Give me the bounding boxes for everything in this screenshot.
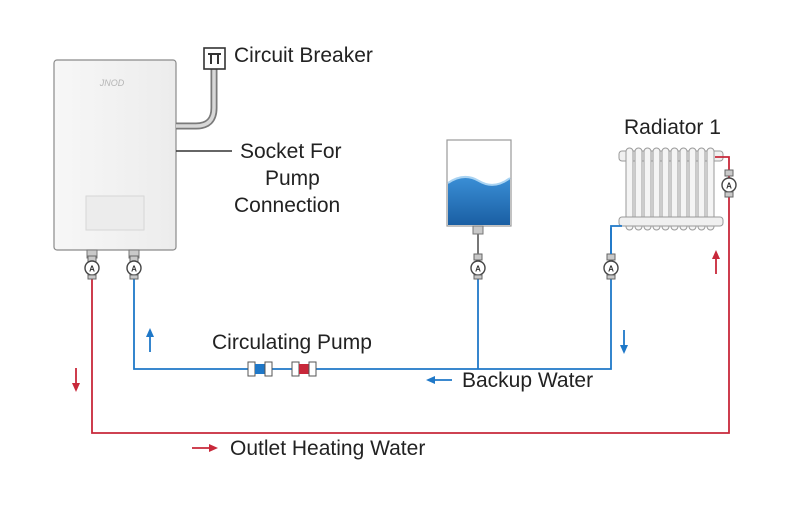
outlet-heating-water-label: Outlet Heating Water xyxy=(230,437,426,460)
circulating-pump xyxy=(247,361,317,377)
tank-connector xyxy=(472,225,484,235)
hot-water-pipe xyxy=(91,156,730,434)
circuit-breaker-label: Circuit Breaker xyxy=(234,44,373,67)
socket-label-line1: Socket For xyxy=(240,140,342,163)
flow-arrow-icon xyxy=(620,330,628,354)
flow-arrow-icon xyxy=(426,376,452,384)
radiator-1 xyxy=(618,147,724,231)
valve-gauge-icon: A xyxy=(126,255,142,280)
svg-text:A: A xyxy=(131,265,137,274)
boiler-unit: JNOD xyxy=(53,59,177,251)
flow-arrow-icon xyxy=(712,250,720,274)
valve-gauge-icon: A xyxy=(470,253,486,280)
flow-arrow-icon xyxy=(192,444,218,452)
backup-water-label: Backup Water xyxy=(462,369,594,392)
svg-text:A: A xyxy=(726,182,732,191)
svg-text:A: A xyxy=(475,265,481,274)
socket-label-line2: Pump xyxy=(265,167,320,190)
socket-label-line3: Connection xyxy=(234,194,341,217)
valve-gauge-icon: A xyxy=(603,253,619,280)
flow-arrow-icon xyxy=(72,368,80,392)
flow-arrow-icon xyxy=(146,328,154,352)
circuit-breaker-icon xyxy=(203,47,226,70)
svg-text:A: A xyxy=(608,265,614,274)
circulating-pump-label: Circulating Pump xyxy=(212,331,372,354)
radiator-label: Radiator 1 xyxy=(624,116,721,139)
valve-gauge-icon: A xyxy=(84,255,100,280)
backup-water-tank xyxy=(446,139,512,227)
breaker-conduit xyxy=(176,66,218,130)
boiler-display-panel xyxy=(85,195,145,231)
valve-gauge-icon: A xyxy=(721,169,737,198)
svg-text:A: A xyxy=(89,265,95,274)
return-water-pipe xyxy=(133,225,622,370)
boiler-logo: JNOD xyxy=(99,78,125,88)
